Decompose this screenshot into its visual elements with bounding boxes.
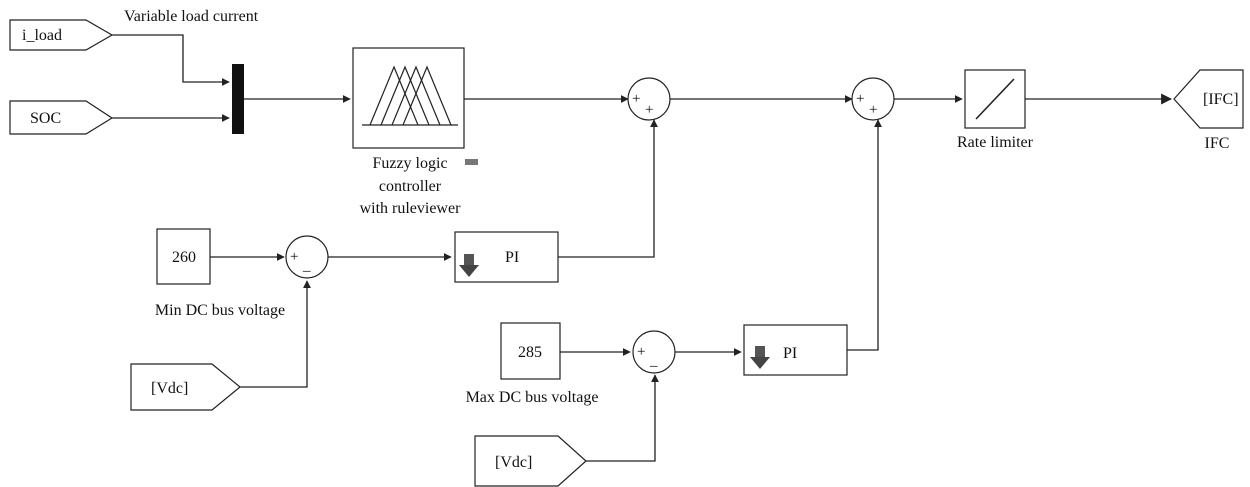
constant-min-value: 260 xyxy=(172,249,196,266)
sum3-sign-minus: _ xyxy=(302,258,311,274)
wire-pi2-to-sum2 xyxy=(847,119,882,351)
down-arrow-icon xyxy=(750,346,770,369)
from-tag-vdc-2[interactable]: [Vdc] xyxy=(474,435,587,487)
wire-pi1-to-sum1 xyxy=(558,119,658,258)
sum2-sign-a: + xyxy=(856,91,864,107)
i-load-label: i_load xyxy=(22,27,62,44)
fuzzy-label-line3: with ruleviewer xyxy=(360,200,462,217)
vdc-2-label: [Vdc] xyxy=(495,454,532,471)
constant-max-block[interactable]: 285 xyxy=(500,322,561,380)
wire-vdc2-to-sum4 xyxy=(584,374,659,462)
fuzzy-label-line2: controller xyxy=(379,178,442,195)
constant-max-value: 285 xyxy=(518,344,542,361)
vdc-1-label: [Vdc] xyxy=(151,380,188,397)
ramp-icon xyxy=(975,78,1015,120)
pi-controller-2[interactable]: PI xyxy=(743,324,848,376)
goto-tag-ifc[interactable]: [IFC] xyxy=(1173,69,1244,129)
fuzzy-logic-controller-block[interactable] xyxy=(352,47,465,149)
from-tag-i-load[interactable]: i_load xyxy=(9,19,114,51)
soc-label: SOC xyxy=(30,110,61,127)
ifc-label: IFC xyxy=(1205,135,1230,152)
pi-2-label: PI xyxy=(783,345,797,362)
mux-block[interactable] xyxy=(232,64,244,134)
sum-block-2[interactable]: + + xyxy=(851,77,895,121)
sum4-sign-plus: + xyxy=(637,344,645,360)
max-dc-bus-voltage-label: Max DC bus voltage xyxy=(466,389,599,406)
rate-limiter-label: Rate limiter xyxy=(957,134,1034,151)
variable-load-current-label: Variable load current xyxy=(124,8,259,25)
sum1-sign-a: + xyxy=(632,91,640,107)
sum-block-1[interactable]: + + xyxy=(627,77,671,121)
sum2-sign-b: + xyxy=(869,102,877,118)
from-tag-vdc-1[interactable]: [Vdc] xyxy=(130,363,241,411)
pi-1-label: PI xyxy=(505,249,519,266)
signal-wires xyxy=(110,34,1173,462)
fuzzy-label-line1: Fuzzy logic xyxy=(372,155,447,172)
sum1-sign-b: + xyxy=(645,102,653,118)
down-arrow-icon xyxy=(459,254,479,277)
min-dc-bus-voltage-label: Min DC bus voltage xyxy=(155,302,285,319)
from-tag-soc[interactable]: SOC xyxy=(9,100,114,135)
sum3-sign-plus: + xyxy=(290,249,298,265)
pi-controller-1[interactable]: PI xyxy=(454,231,559,283)
ifc-tag-label: [IFC] xyxy=(1203,91,1239,108)
sum-block-3[interactable]: + _ xyxy=(285,235,329,279)
ruleviewer-indicator-icon xyxy=(465,159,478,165)
wire-vdc1-to-sum3 xyxy=(238,280,311,388)
rate-limiter-block[interactable] xyxy=(964,69,1026,129)
wire-iload-to-mux xyxy=(110,34,230,86)
sum4-sign-minus: _ xyxy=(649,353,658,369)
constant-min-block[interactable]: 260 xyxy=(156,228,211,285)
sum-block-4[interactable]: + _ xyxy=(632,330,676,374)
membership-functions-icon xyxy=(362,65,458,126)
